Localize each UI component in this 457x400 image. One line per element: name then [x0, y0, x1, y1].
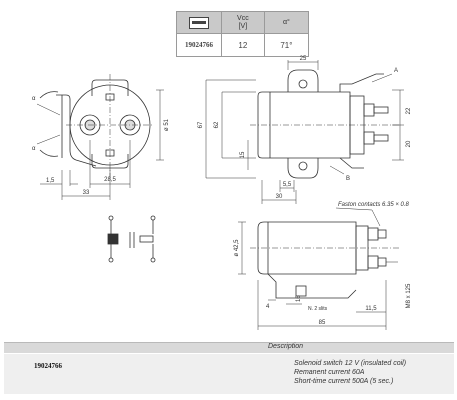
part-code: 19024766 — [176, 33, 222, 57]
alpha-label-top: α — [32, 96, 36, 102]
alpha-value: 71° — [263, 33, 310, 57]
side-lower-bolt — [363, 131, 375, 145]
side-bottom-tab — [287, 158, 319, 179]
bottom-bracket — [267, 273, 357, 299]
dim-33: 33 — [83, 190, 90, 196]
side-body — [257, 91, 351, 159]
description-header: Description — [268, 343, 304, 350]
faston-label: Faston contacts 6.35 × 0.8 — [338, 202, 410, 208]
brand-logo-cell — [176, 11, 222, 34]
bottom-view — [238, 207, 400, 330]
label-b: B — [346, 176, 350, 182]
schematic-symbol — [107, 215, 156, 263]
spec-table-row: 19024766 12 71° — [176, 33, 310, 57]
alpha-arc-bottom — [39, 149, 59, 157]
vcc-header-label: Vcc — [237, 14, 249, 22]
description-header-bar — [4, 342, 454, 353]
dim-phi51: ø 51 — [164, 118, 170, 131]
description-line: Solenoid switch 12 V (insulated coil) — [294, 360, 407, 367]
dim-phi42-5: ø 42,5 — [234, 239, 240, 257]
description-line: Remanent current 60A — [294, 369, 365, 376]
dim-holes: N. 2 slits — [308, 306, 328, 312]
dim-25: 25 — [300, 56, 307, 62]
description-lines: Solenoid switch 12 V (insulated coil) Re… — [294, 359, 406, 386]
dim-62: 62 — [214, 121, 220, 128]
side-upper-bolt — [363, 103, 375, 117]
bottom-body — [257, 221, 357, 275]
alpha-label-bottom: α — [32, 146, 36, 152]
dim-16: 16 — [296, 295, 302, 302]
vcc-value: 12 — [221, 33, 265, 57]
dim-m8: M8 x 125 — [406, 283, 412, 308]
front-bracket — [56, 94, 97, 167]
dim-5-5: 5,5 — [283, 182, 292, 188]
dim-30: 30 — [276, 194, 283, 200]
spec-table: Vcc[V] α° 19024766 12 71° — [176, 11, 310, 57]
alpha-header: α° — [263, 11, 310, 34]
dim-15: 15 — [240, 151, 246, 158]
dim-85: 85 — [319, 320, 326, 326]
label-a: A — [394, 68, 398, 74]
side-bracket-top — [339, 73, 384, 92]
description-body — [4, 354, 454, 394]
spec-table-header-row: Vcc[V] α° — [176, 11, 310, 34]
vcc-unit-label: [V] — [238, 22, 248, 30]
dim-4: 4 — [266, 304, 270, 310]
side-top-tab — [287, 69, 319, 92]
dim-22: 22 — [406, 107, 412, 114]
dim-28-5: 28,5 — [104, 177, 116, 183]
description-code: 19024766 — [34, 362, 62, 370]
dim-67: 67 — [198, 121, 204, 128]
dim-1-5: 1,5 — [46, 178, 55, 184]
side-view — [205, 60, 404, 204]
description-line: Short-time current 500A (5 sec.) — [294, 378, 394, 385]
front-view — [36, 74, 164, 200]
dim-11-5: 11,5 — [365, 306, 377, 312]
alpha-arc-top — [39, 91, 59, 99]
technical-drawing: 25 A B 22 20 67 62 15 5,5 30 ø 51 1,5 28… — [32, 56, 412, 330]
side-bracket-bottom — [339, 157, 364, 169]
dim-20: 20 — [406, 140, 412, 147]
brand-logo — [189, 16, 209, 29]
